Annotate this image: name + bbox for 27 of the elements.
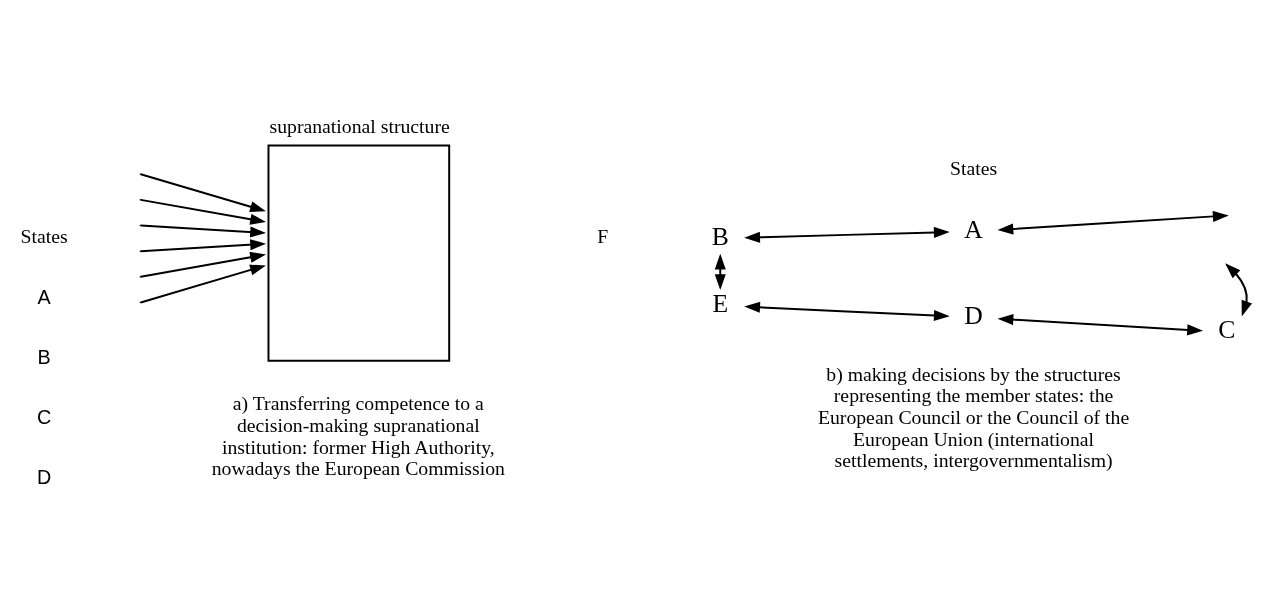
arrow — [139, 173, 266, 213]
label: F — [597, 225, 609, 248]
label: States — [949, 157, 998, 180]
arrow — [139, 224, 267, 238]
node-box — [267, 144, 451, 362]
label: b) making decisions by the structures representing the member states: the European Council or the Council of the European Union (international settlements, intergovernmentalism) — [817, 362, 1130, 472]
arrow — [744, 301, 950, 322]
label: D — [36, 466, 52, 489]
arrow — [139, 198, 266, 225]
label: States — [20, 225, 68, 248]
node-text: E — [712, 288, 729, 318]
arrow — [714, 253, 726, 291]
arrow — [997, 314, 1203, 336]
arrow — [139, 264, 266, 304]
label: B — [37, 345, 51, 368]
arrow — [744, 226, 950, 243]
node-label: supranational structure — [269, 114, 450, 137]
label: A — [37, 285, 51, 308]
label: C — [36, 405, 52, 428]
arrow — [997, 210, 1229, 235]
arrow — [139, 239, 267, 253]
node-text: B — [711, 221, 729, 251]
node-text: D — [964, 300, 983, 330]
label: a) Transferring competence to a decision-making supranational institution: former High Authority, nowadays the European Commission — [211, 392, 505, 480]
node-text: A — [964, 214, 983, 244]
node-text: C — [1218, 315, 1236, 345]
arrow — [139, 251, 266, 278]
